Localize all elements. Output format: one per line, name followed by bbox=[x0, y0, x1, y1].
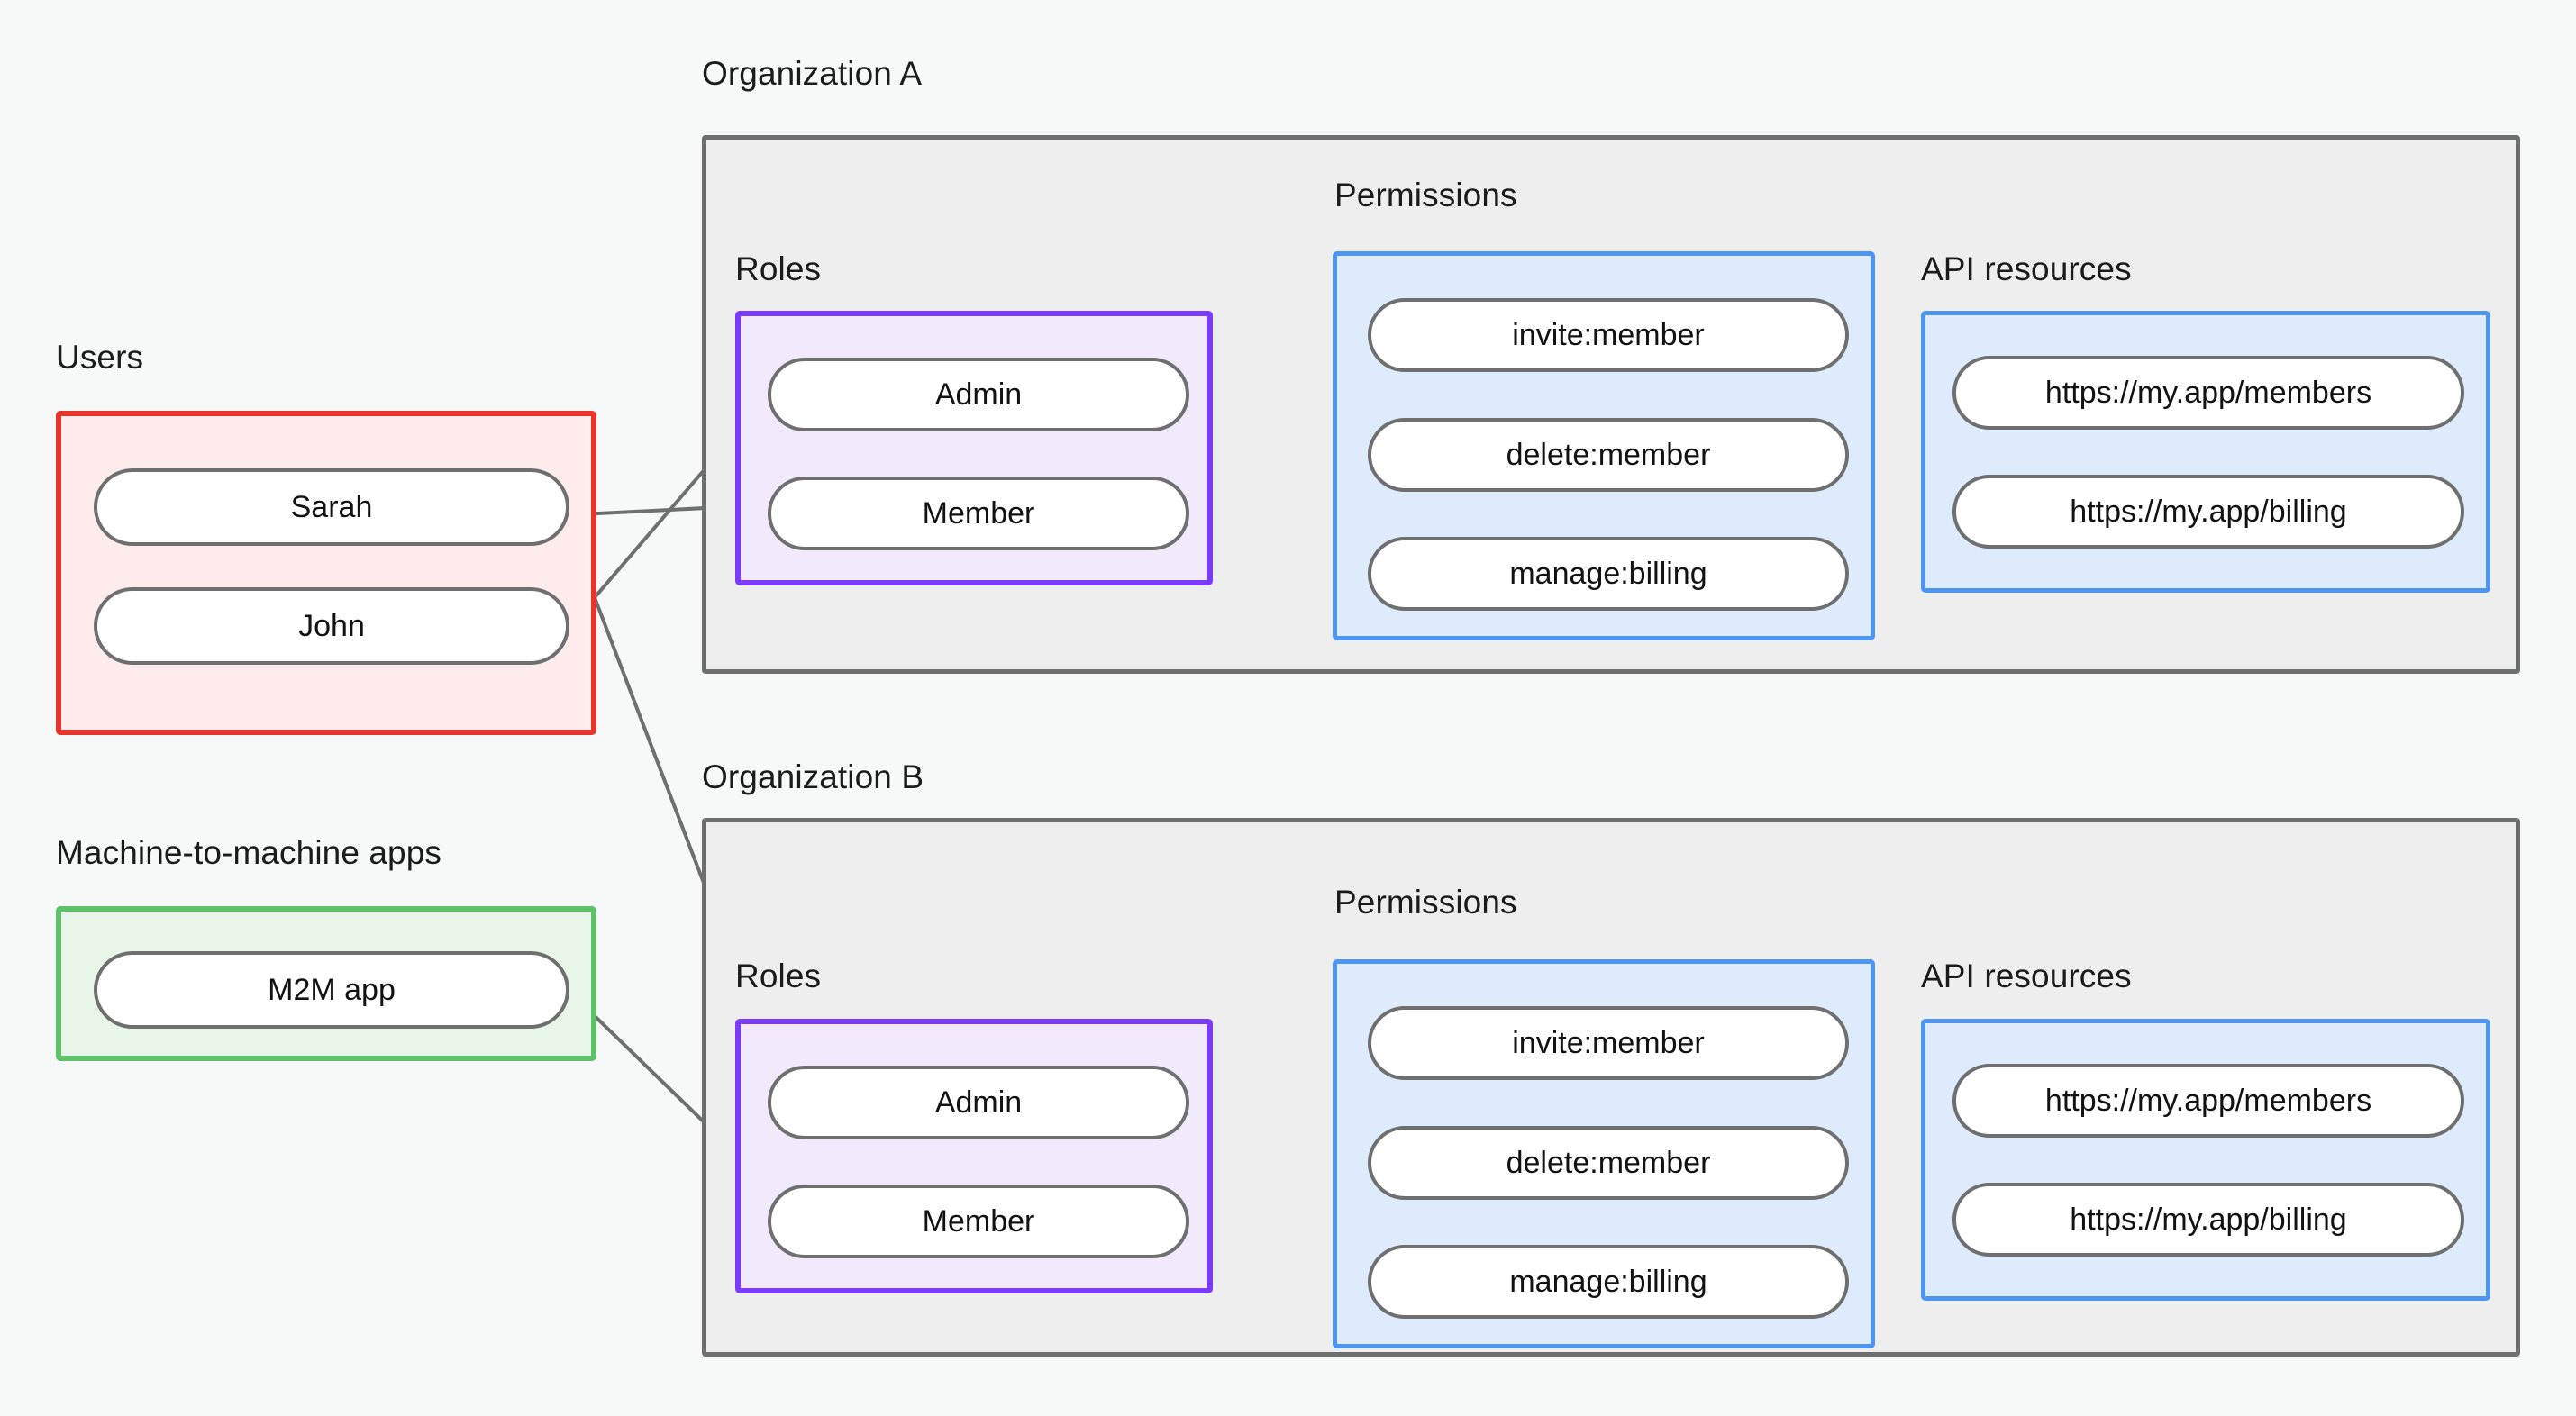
organization-b-label: Organization B bbox=[702, 758, 924, 795]
orgb-permissions-label: Permissions bbox=[1334, 884, 1517, 921]
orga-roles-container: Admin Member bbox=[735, 311, 1213, 585]
orgb-roles-label: Roles bbox=[735, 958, 822, 994]
orgb-api-resource-members[interactable]: https://my.app/members bbox=[1952, 1064, 2464, 1138]
organization-a-container: Roles Admin Member Permissions invite:me… bbox=[702, 135, 2520, 674]
orga-role-member[interactable]: Member bbox=[768, 477, 1189, 550]
orga-permission-manage-billing[interactable]: manage:billing bbox=[1368, 537, 1849, 611]
orga-api-resource-members[interactable]: https://my.app/members bbox=[1952, 356, 2464, 430]
m2m-node-app[interactable]: M2M app bbox=[94, 951, 569, 1029]
orga-permissions-label: Permissions bbox=[1334, 177, 1517, 213]
orga-permission-invite-member[interactable]: invite:member bbox=[1368, 298, 1849, 372]
orgb-role-member[interactable]: Member bbox=[768, 1185, 1189, 1258]
users-container: Sarah John bbox=[56, 411, 596, 735]
orgb-permission-invite-member[interactable]: invite:member bbox=[1368, 1006, 1849, 1080]
orgb-permissions-container: invite:member delete:member manage:billi… bbox=[1333, 959, 1875, 1348]
user-node-john[interactable]: John bbox=[94, 587, 569, 665]
orga-api-resources-label: API resources bbox=[1921, 250, 2132, 287]
users-group-label: Users bbox=[56, 339, 144, 376]
orgb-roles-container: Admin Member bbox=[735, 1019, 1213, 1293]
orga-role-admin[interactable]: Admin bbox=[768, 358, 1189, 431]
orga-api-resource-billing[interactable]: https://my.app/billing bbox=[1952, 475, 2464, 549]
orgb-api-resource-billing[interactable]: https://my.app/billing bbox=[1952, 1183, 2464, 1257]
orgb-permission-manage-billing[interactable]: manage:billing bbox=[1368, 1245, 1849, 1319]
orgb-role-admin[interactable]: Admin bbox=[768, 1066, 1189, 1139]
m2m-group-label: Machine-to-machine apps bbox=[56, 834, 442, 871]
m2m-container: M2M app bbox=[56, 906, 596, 1061]
orga-permissions-container: invite:member delete:member manage:billi… bbox=[1333, 251, 1875, 640]
orga-api-resources-container: https://my.app/members https://my.app/bi… bbox=[1921, 311, 2490, 593]
organization-a-label: Organization A bbox=[702, 55, 923, 92]
orgb-api-resources-label: API resources bbox=[1921, 958, 2132, 994]
orga-roles-label: Roles bbox=[735, 250, 822, 287]
orga-permission-delete-member[interactable]: delete:member bbox=[1368, 418, 1849, 492]
orgb-api-resources-container: https://my.app/members https://my.app/bi… bbox=[1921, 1019, 2490, 1301]
user-node-sarah[interactable]: Sarah bbox=[94, 468, 569, 546]
orgb-permission-delete-member[interactable]: delete:member bbox=[1368, 1126, 1849, 1200]
organization-b-container: Roles Admin Member Permissions invite:me… bbox=[702, 818, 2520, 1357]
